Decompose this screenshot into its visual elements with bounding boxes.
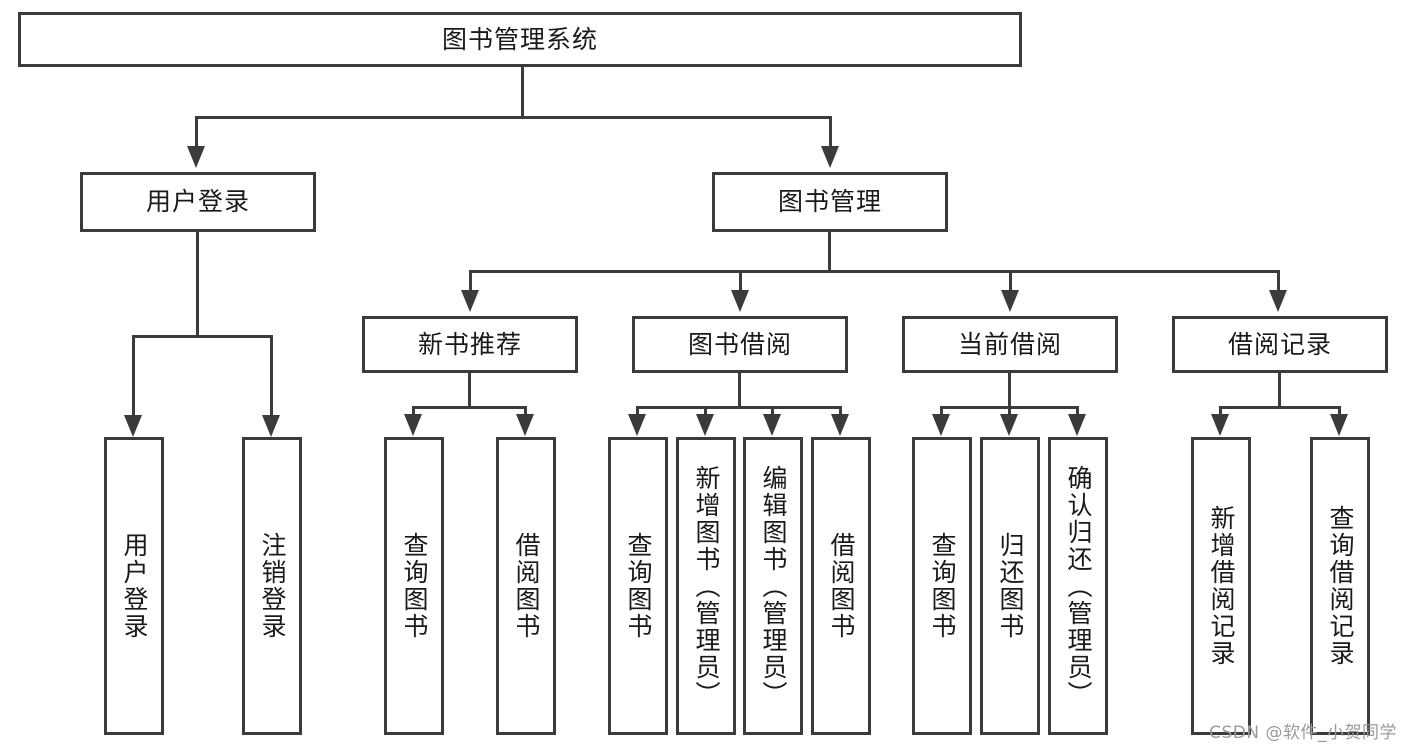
node-book-management[interactable]: 图书管理 xyxy=(712,172,948,232)
arrow-leaf-user-login xyxy=(124,415,142,437)
node-leaf-query-book-1-label: 查询图书 xyxy=(400,532,429,640)
edge-book-borrow-stem xyxy=(738,373,741,406)
edge-tier2-bus xyxy=(195,116,832,119)
edge-drop-book-borrow xyxy=(739,270,742,292)
node-book-borrow[interactable]: 图书借阅 xyxy=(632,316,848,373)
node-leaf-edit-book-label: 编辑图书（管理员） xyxy=(759,464,788,708)
node-root[interactable]: 图书管理系统 xyxy=(18,12,1022,67)
node-leaf-query-borrow-record-label: 查询借阅记录 xyxy=(1326,505,1355,667)
edge-drop-leaf-user-login xyxy=(132,335,135,417)
node-leaf-add-borrow-record[interactable]: 新增借阅记录 xyxy=(1191,437,1251,735)
node-leaf-add-book[interactable]: 新增图书（管理员） xyxy=(676,437,736,735)
arrow-leaf-edit-book xyxy=(763,414,781,436)
edge-drop-leaf-logout-login xyxy=(270,335,273,417)
edge-drop-current-borrow xyxy=(1009,270,1012,292)
node-leaf-logout-login[interactable]: 注销登录 xyxy=(242,437,302,735)
node-current-borrow[interactable]: 当前借阅 xyxy=(902,316,1118,373)
node-current-borrow-label: 当前借阅 xyxy=(957,329,1062,359)
arrow-leaf-confirm-return xyxy=(1068,414,1086,436)
edge-drop-leaf-borrow-book-1 xyxy=(524,406,527,418)
edge-user-login-stem xyxy=(196,232,199,335)
node-leaf-query-book-2-label: 查询图书 xyxy=(624,532,653,640)
node-user-login[interactable]: 用户登录 xyxy=(80,172,316,232)
node-leaf-return-book-label: 归还图书 xyxy=(996,532,1025,640)
node-book-borrow-label: 图书借阅 xyxy=(687,329,792,359)
edge-drop-borrow-record xyxy=(1277,270,1280,292)
edge-drop-user-login xyxy=(195,116,198,148)
node-leaf-query-book-1[interactable]: 查询图书 xyxy=(384,437,444,735)
node-leaf-return-book[interactable]: 归还图书 xyxy=(980,437,1040,735)
arrow-book-management xyxy=(821,146,839,168)
edge-borrow-record-bus xyxy=(1219,406,1341,409)
node-book-management-label: 图书管理 xyxy=(777,187,882,217)
arrow-leaf-logout-login xyxy=(262,415,280,437)
edge-drop-book-management xyxy=(829,116,832,148)
edge-drop-leaf-query-book-3 xyxy=(940,406,943,418)
node-borrow-record-label: 借阅记录 xyxy=(1227,329,1332,359)
node-leaf-query-book-3-label: 查询图书 xyxy=(928,532,957,640)
csdn-watermark: CSDN @软件_小贺同学 xyxy=(1209,723,1397,743)
edge-drop-leaf-query-book-2 xyxy=(636,406,639,418)
edge-drop-leaf-add-book xyxy=(704,406,707,418)
node-leaf-confirm-return-label: 确认归还（管理员） xyxy=(1064,464,1093,708)
edge-book-borrow-bus xyxy=(636,406,842,409)
node-leaf-user-login[interactable]: 用户登录 xyxy=(104,437,164,735)
edge-drop-leaf-edit-book xyxy=(771,406,774,418)
arrow-new-book-recommend xyxy=(461,290,479,312)
edge-new-book-recommend-stem xyxy=(468,373,471,406)
node-leaf-edit-book[interactable]: 编辑图书（管理员） xyxy=(743,437,803,735)
arrow-user-login xyxy=(187,146,205,168)
arrow-leaf-borrow-book-2 xyxy=(831,414,849,436)
arrow-leaf-query-borrow-record xyxy=(1330,414,1348,436)
arrow-leaf-add-book xyxy=(696,414,714,436)
arrow-current-borrow xyxy=(1001,290,1019,312)
edge-drop-leaf-confirm-return xyxy=(1076,406,1079,418)
edge-drop-leaf-query-borrow-record xyxy=(1338,406,1341,418)
node-root-label: 图书管理系统 xyxy=(441,24,598,54)
edge-current-borrow-stem xyxy=(1008,373,1011,406)
edge-user-login-bus xyxy=(132,335,273,338)
node-leaf-confirm-return[interactable]: 确认归还（管理员） xyxy=(1048,437,1108,735)
node-leaf-user-login-label: 用户登录 xyxy=(120,532,149,640)
arrow-leaf-borrow-book-1 xyxy=(516,414,534,436)
node-user-login-label: 用户登录 xyxy=(145,187,250,217)
edge-drop-leaf-borrow-book-2 xyxy=(839,406,842,418)
node-leaf-borrow-book-1[interactable]: 借阅图书 xyxy=(496,437,556,735)
node-leaf-query-book-3[interactable]: 查询图书 xyxy=(912,437,972,735)
edge-drop-leaf-return-book xyxy=(1008,406,1011,418)
edge-borrow-record-stem xyxy=(1278,373,1281,406)
edge-drop-leaf-add-borrow-record xyxy=(1219,406,1222,418)
edge-tier3-bus xyxy=(469,270,1280,273)
edge-new-book-recommend-bus xyxy=(412,406,527,409)
node-new-book-recommend-label: 新书推荐 xyxy=(417,329,522,359)
arrow-book-borrow xyxy=(731,290,749,312)
node-leaf-query-borrow-record[interactable]: 查询借阅记录 xyxy=(1310,437,1370,735)
edge-drop-new-book-recommend xyxy=(469,270,472,292)
node-leaf-logout-login-label: 注销登录 xyxy=(258,532,287,640)
arrow-leaf-return-book xyxy=(1000,414,1018,436)
node-new-book-recommend[interactable]: 新书推荐 xyxy=(362,316,578,373)
node-leaf-borrow-book-2-label: 借阅图书 xyxy=(827,532,856,640)
arrow-leaf-query-book-1 xyxy=(404,414,422,436)
node-borrow-record[interactable]: 借阅记录 xyxy=(1172,316,1388,373)
arrow-leaf-query-book-2 xyxy=(628,414,646,436)
node-leaf-add-borrow-record-label: 新增借阅记录 xyxy=(1207,505,1236,667)
node-leaf-add-book-label: 新增图书（管理员） xyxy=(692,464,721,708)
arrow-borrow-record xyxy=(1269,290,1287,312)
node-leaf-borrow-book-2[interactable]: 借阅图书 xyxy=(811,437,871,735)
edge-drop-leaf-query-book-1 xyxy=(412,406,415,418)
edge-book-management-stem xyxy=(828,232,831,270)
arrow-leaf-query-book-3 xyxy=(932,414,950,436)
node-leaf-query-book-2[interactable]: 查询图书 xyxy=(608,437,668,735)
edge-root-stem xyxy=(521,67,524,116)
arrow-leaf-add-borrow-record xyxy=(1211,414,1229,436)
node-leaf-borrow-book-1-label: 借阅图书 xyxy=(512,532,541,640)
